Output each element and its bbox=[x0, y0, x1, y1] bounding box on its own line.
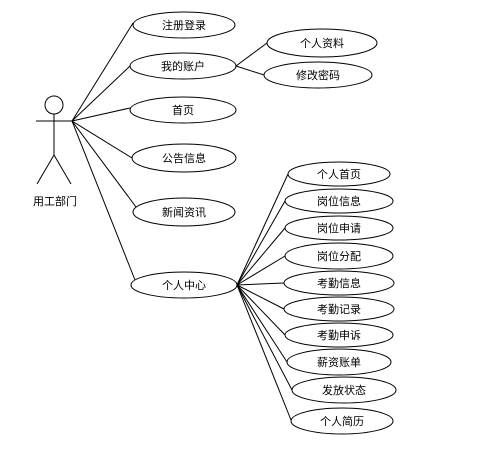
label-my-account: 我的账户 bbox=[161, 59, 205, 73]
label-change-password: 修改密码 bbox=[296, 68, 340, 82]
label-job-assignment: 岗位分配 bbox=[317, 249, 361, 263]
use-case-job-application bbox=[284, 215, 394, 241]
actor-left-leg bbox=[36, 154, 55, 185]
assoc-personal-center bbox=[71, 120, 136, 281]
use-case-attendance-info bbox=[283, 270, 395, 296]
actor-head bbox=[44, 95, 64, 115]
label-announcements: 公告信息 bbox=[162, 151, 206, 165]
assoc-job-assignment bbox=[236, 255, 286, 286]
label-personal-info: 个人资料 bbox=[300, 36, 344, 50]
label-personal-home: 个人首页 bbox=[317, 167, 361, 181]
label-news: 新闻资讯 bbox=[162, 205, 206, 219]
assoc-personal-resume bbox=[236, 284, 292, 421]
use-case-change-password bbox=[263, 61, 373, 89]
assoc-news bbox=[71, 120, 137, 208]
assoc-job-application bbox=[236, 227, 286, 286]
use-case-personal-home bbox=[287, 161, 391, 187]
label-job-info: 岗位信息 bbox=[317, 194, 361, 208]
use-case-job-assignment bbox=[284, 242, 394, 270]
assoc-job-info bbox=[236, 200, 286, 286]
label-salary-bill: 薪资账单 bbox=[317, 356, 361, 369]
use-case-personal-resume bbox=[290, 407, 394, 435]
assoc-personal-home bbox=[236, 173, 289, 286]
use-case-register-login bbox=[132, 11, 236, 39]
use-case-personal-center bbox=[130, 271, 238, 299]
account-associations bbox=[235, 42, 268, 76]
use-case-salary-bill bbox=[286, 348, 392, 376]
use-case-my-account bbox=[129, 52, 237, 80]
assoc-personal-info bbox=[235, 42, 268, 67]
label-register-login: 注册登录 bbox=[162, 18, 206, 32]
assoc-salary-bill bbox=[236, 284, 288, 363]
assoc-announcements bbox=[71, 120, 133, 159]
use-case-job-info bbox=[284, 188, 394, 214]
label-personal-center: 个人中心 bbox=[162, 279, 206, 292]
use-case-payment-status bbox=[291, 376, 397, 404]
use-case-home bbox=[129, 96, 237, 124]
actor-associations bbox=[71, 22, 137, 281]
use-case-personal-info bbox=[266, 28, 378, 58]
label-payment-status: 发放状态 bbox=[322, 383, 366, 397]
actor-figure bbox=[36, 95, 72, 185]
label-attendance-info: 考勤信息 bbox=[317, 276, 361, 290]
label-personal-resume: 个人简历 bbox=[320, 414, 364, 428]
assoc-my-account bbox=[71, 65, 131, 122]
center-associations bbox=[236, 173, 293, 421]
use-case-announcements bbox=[131, 143, 237, 173]
assoc-home bbox=[71, 107, 131, 122]
assoc-attendance-record bbox=[236, 284, 285, 310]
actor-label: 用工部门 bbox=[33, 194, 77, 208]
assoc-attendance-info bbox=[236, 282, 285, 286]
use-case-news bbox=[132, 197, 236, 227]
label-attendance-appeal: 考勤申诉 bbox=[317, 329, 361, 342]
actor-right-leg bbox=[53, 154, 72, 185]
use-case-attendance-record bbox=[283, 296, 395, 322]
assoc-attendance-appeal bbox=[236, 284, 286, 336]
assoc-register-login bbox=[71, 22, 134, 122]
label-attendance-record: 考勤记录 bbox=[317, 303, 361, 316]
assoc-change-password bbox=[235, 65, 265, 76]
use-case-attendance-appeal bbox=[284, 322, 394, 348]
label-home: 首页 bbox=[172, 103, 194, 117]
assoc-payment-status bbox=[236, 284, 293, 391]
label-job-application: 岗位申请 bbox=[317, 221, 361, 235]
